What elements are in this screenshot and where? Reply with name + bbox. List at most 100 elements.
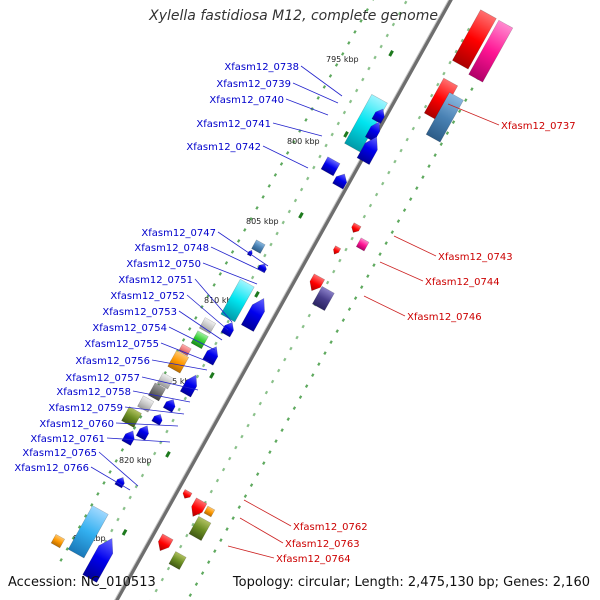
- gc-dot: [264, 390, 269, 395]
- tick-label: 810 kbp: [204, 296, 237, 305]
- gene-label-forward[interactable]: Xfasm12_0752: [110, 291, 185, 302]
- gc-dot: [221, 467, 226, 472]
- gene-feature[interactable]: [240, 295, 270, 332]
- gene-label-forward[interactable]: Xfasm12_0757: [65, 373, 140, 384]
- gene-label-reverse[interactable]: Xfasm12_0737: [501, 121, 576, 132]
- gene-label-forward[interactable]: Xfasm12_0766: [14, 463, 89, 474]
- gene-feature[interactable]: [168, 551, 187, 570]
- gc-dot: [454, 49, 458, 54]
- gc-dot: [218, 272, 222, 276]
- gene-feature[interactable]: [181, 489, 193, 500]
- gene-label-reverse[interactable]: Xfasm12_0763: [285, 539, 360, 550]
- gc-dot: [236, 239, 241, 243]
- gene-feature[interactable]: [135, 423, 152, 441]
- gc-dot: [257, 264, 261, 269]
- gc-dot: [411, 126, 416, 131]
- gc-dot: [188, 327, 192, 331]
- gene-label-forward[interactable]: Xfasm12_0750: [126, 259, 201, 270]
- gene-feature[interactable]: [198, 317, 216, 335]
- gene-feature[interactable]: [188, 497, 208, 520]
- gene-feature[interactable]: [251, 239, 266, 254]
- gc-dot: [96, 492, 100, 496]
- tick-label: 800 kbp: [287, 137, 320, 146]
- gene-feature[interactable]: [350, 222, 362, 235]
- gene-feature[interactable]: [203, 505, 216, 518]
- gene-label-forward[interactable]: Xfasm12_0759: [48, 403, 123, 414]
- gene-feature[interactable]: [155, 533, 174, 554]
- gene-feature[interactable]: [364, 119, 383, 143]
- gc-dot: [120, 448, 125, 452]
- gene-feature[interactable]: [332, 245, 342, 256]
- gene-feature[interactable]: [179, 372, 201, 398]
- gene-label-forward[interactable]: Xfasm12_0742: [186, 142, 261, 153]
- gene-feature[interactable]: [67, 505, 109, 559]
- gene-label-forward[interactable]: Xfasm12_0761: [30, 434, 105, 445]
- gene-feature[interactable]: [452, 9, 497, 70]
- gene-label-reverse[interactable]: Xfasm12_0743: [438, 252, 513, 263]
- gc-dot: [338, 258, 342, 263]
- genome-summary-text: Topology: circular; Length: 2,475,130 bp…: [232, 575, 590, 590]
- gene-feature[interactable]: [178, 343, 192, 357]
- gc-dot: [317, 362, 321, 366]
- gene-feature[interactable]: [151, 412, 165, 426]
- gene-feature[interactable]: [371, 107, 388, 124]
- gc-dot: [299, 187, 304, 192]
- tick-label: 815 kbp: [162, 377, 195, 386]
- gene-feature[interactable]: [156, 372, 174, 390]
- leader-line: [178, 310, 223, 341]
- gene-feature[interactable]: [202, 344, 221, 366]
- gene-label-forward[interactable]: Xfasm12_0751: [118, 275, 193, 286]
- gene-label-forward[interactable]: Xfasm12_0753: [102, 307, 177, 318]
- leader-line: [447, 103, 500, 126]
- gc-dot: [191, 522, 195, 527]
- leader-line: [379, 261, 424, 282]
- gene-feature[interactable]: [356, 133, 383, 165]
- gene-label-forward[interactable]: Xfasm12_0755: [84, 339, 159, 350]
- gene-feature[interactable]: [332, 171, 350, 190]
- gene-label-forward[interactable]: Xfasm12_0738: [224, 62, 299, 73]
- gene-label-reverse[interactable]: Xfasm12_0764: [276, 554, 351, 565]
- gene-feature[interactable]: [425, 92, 464, 143]
- gene-feature[interactable]: [162, 397, 178, 413]
- gene-label-forward[interactable]: Xfasm12_0754: [92, 323, 167, 334]
- gene-label-forward[interactable]: Xfasm12_0758: [56, 387, 131, 398]
- gc-dot: [304, 118, 308, 122]
- gene-feature[interactable]: [320, 156, 341, 177]
- gene-label-forward[interactable]: Xfasm12_0748: [134, 243, 209, 254]
- gene-label-reverse[interactable]: Xfasm12_0746: [407, 312, 482, 323]
- gene-label-forward[interactable]: Xfasm12_0760: [39, 419, 114, 430]
- gene-feature[interactable]: [220, 278, 255, 323]
- gc-dot: [243, 494, 248, 498]
- gene-label-forward[interactable]: Xfasm12_0741: [196, 119, 271, 130]
- gc-dot: [325, 280, 330, 285]
- gc-dot: [318, 154, 322, 159]
- gene-feature[interactable]: [50, 533, 66, 549]
- tick-mark: [343, 131, 349, 138]
- gene-label-reverse[interactable]: Xfasm12_0744: [425, 277, 500, 288]
- gene-feature[interactable]: [167, 350, 190, 374]
- gc-dot: [415, 186, 419, 190]
- gene-label-forward[interactable]: Xfasm12_0765: [22, 448, 97, 459]
- gene-feature[interactable]: [355, 237, 370, 252]
- gene-label-forward[interactable]: Xfasm12_0740: [209, 95, 284, 106]
- gene-label-forward[interactable]: Xfasm12_0747: [141, 228, 216, 239]
- gc-dot: [270, 379, 275, 384]
- gene-label-forward[interactable]: Xfasm12_0739: [216, 79, 291, 90]
- genome-title: Xylella fastidiosa M12, complete genome: [149, 8, 438, 24]
- gene-feature[interactable]: [82, 534, 119, 583]
- gene-feature[interactable]: [312, 286, 335, 312]
- gene-feature[interactable]: [121, 428, 138, 446]
- gc-dot: [433, 153, 437, 157]
- gene-feature[interactable]: [121, 406, 142, 428]
- gc-dot: [328, 74, 333, 78]
- gene-feature[interactable]: [468, 19, 514, 83]
- gene-label-reverse[interactable]: Xfasm12_0762: [293, 522, 368, 533]
- gene-label-forward[interactable]: Xfasm12_0756: [75, 356, 150, 367]
- gene-feature[interactable]: [137, 395, 155, 413]
- gc-dot: [132, 426, 137, 430]
- gene-feature[interactable]: [306, 273, 326, 294]
- forward-gene-labels: Xfasm12_0738 Xfasm12_0739 Xfasm12_0740 X…: [14, 62, 299, 474]
- gene-feature[interactable]: [188, 515, 212, 541]
- gc-dot: [466, 27, 471, 32]
